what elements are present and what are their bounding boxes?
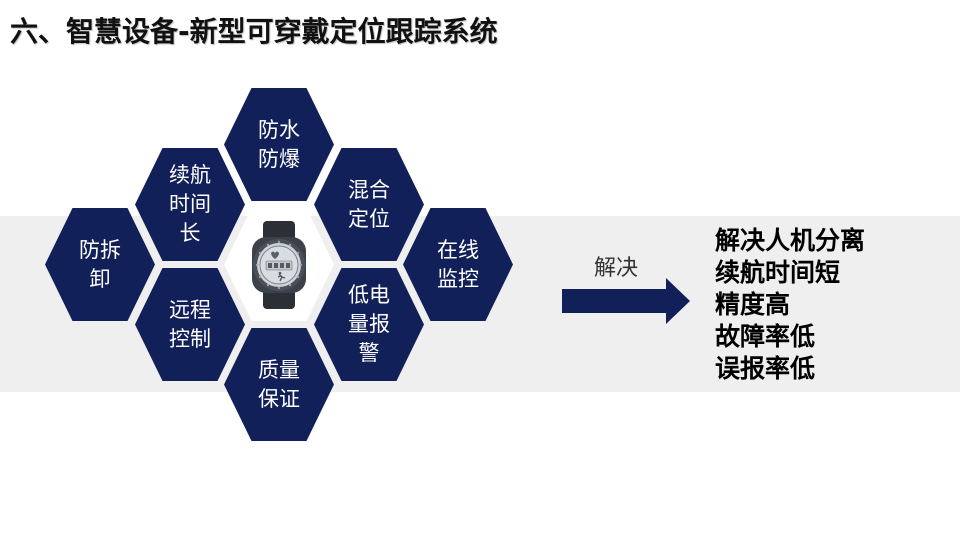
hex-low-battery-alarm: 低电量报警: [314, 268, 424, 381]
solution-item: 解决人机分离: [715, 226, 866, 255]
hex-label: 低电量报警: [348, 283, 390, 365]
arrow-label: 解决: [594, 256, 639, 281]
right-arrow-icon: [562, 278, 690, 324]
hex-online-monitoring: 在线监控: [403, 208, 513, 321]
hex-label: 远程控制: [169, 297, 211, 351]
hex-label: 在线监控: [437, 237, 479, 291]
hex-quality-assurance: 质量保证: [224, 328, 334, 441]
hex-label: 续航时间长: [169, 163, 211, 245]
hex-remote-control: 远程控制: [135, 268, 245, 381]
hex-label: 混合定位: [348, 177, 390, 231]
solution-item: 精度高: [715, 290, 791, 319]
wearable-watch-icon: [252, 220, 306, 309]
solution-item: 故障率低: [715, 322, 816, 351]
hex-waterproof: 防水防爆: [224, 88, 334, 201]
solution-item: 误报率低: [715, 354, 816, 383]
solutions-list: 解决人机分离 续航时间短 精度高 故障率低 误报率低: [715, 225, 865, 385]
hex-label: 防拆卸: [79, 237, 121, 291]
hex-hybrid-positioning: 混合定位: [314, 148, 424, 261]
page-title: 六、智慧设备-新型可穿戴定位跟踪系统: [10, 15, 498, 48]
solution-item: 续航时间短: [715, 258, 841, 287]
hex-label: 质量保证: [258, 357, 300, 411]
hex-label: 防水防爆: [258, 117, 300, 171]
